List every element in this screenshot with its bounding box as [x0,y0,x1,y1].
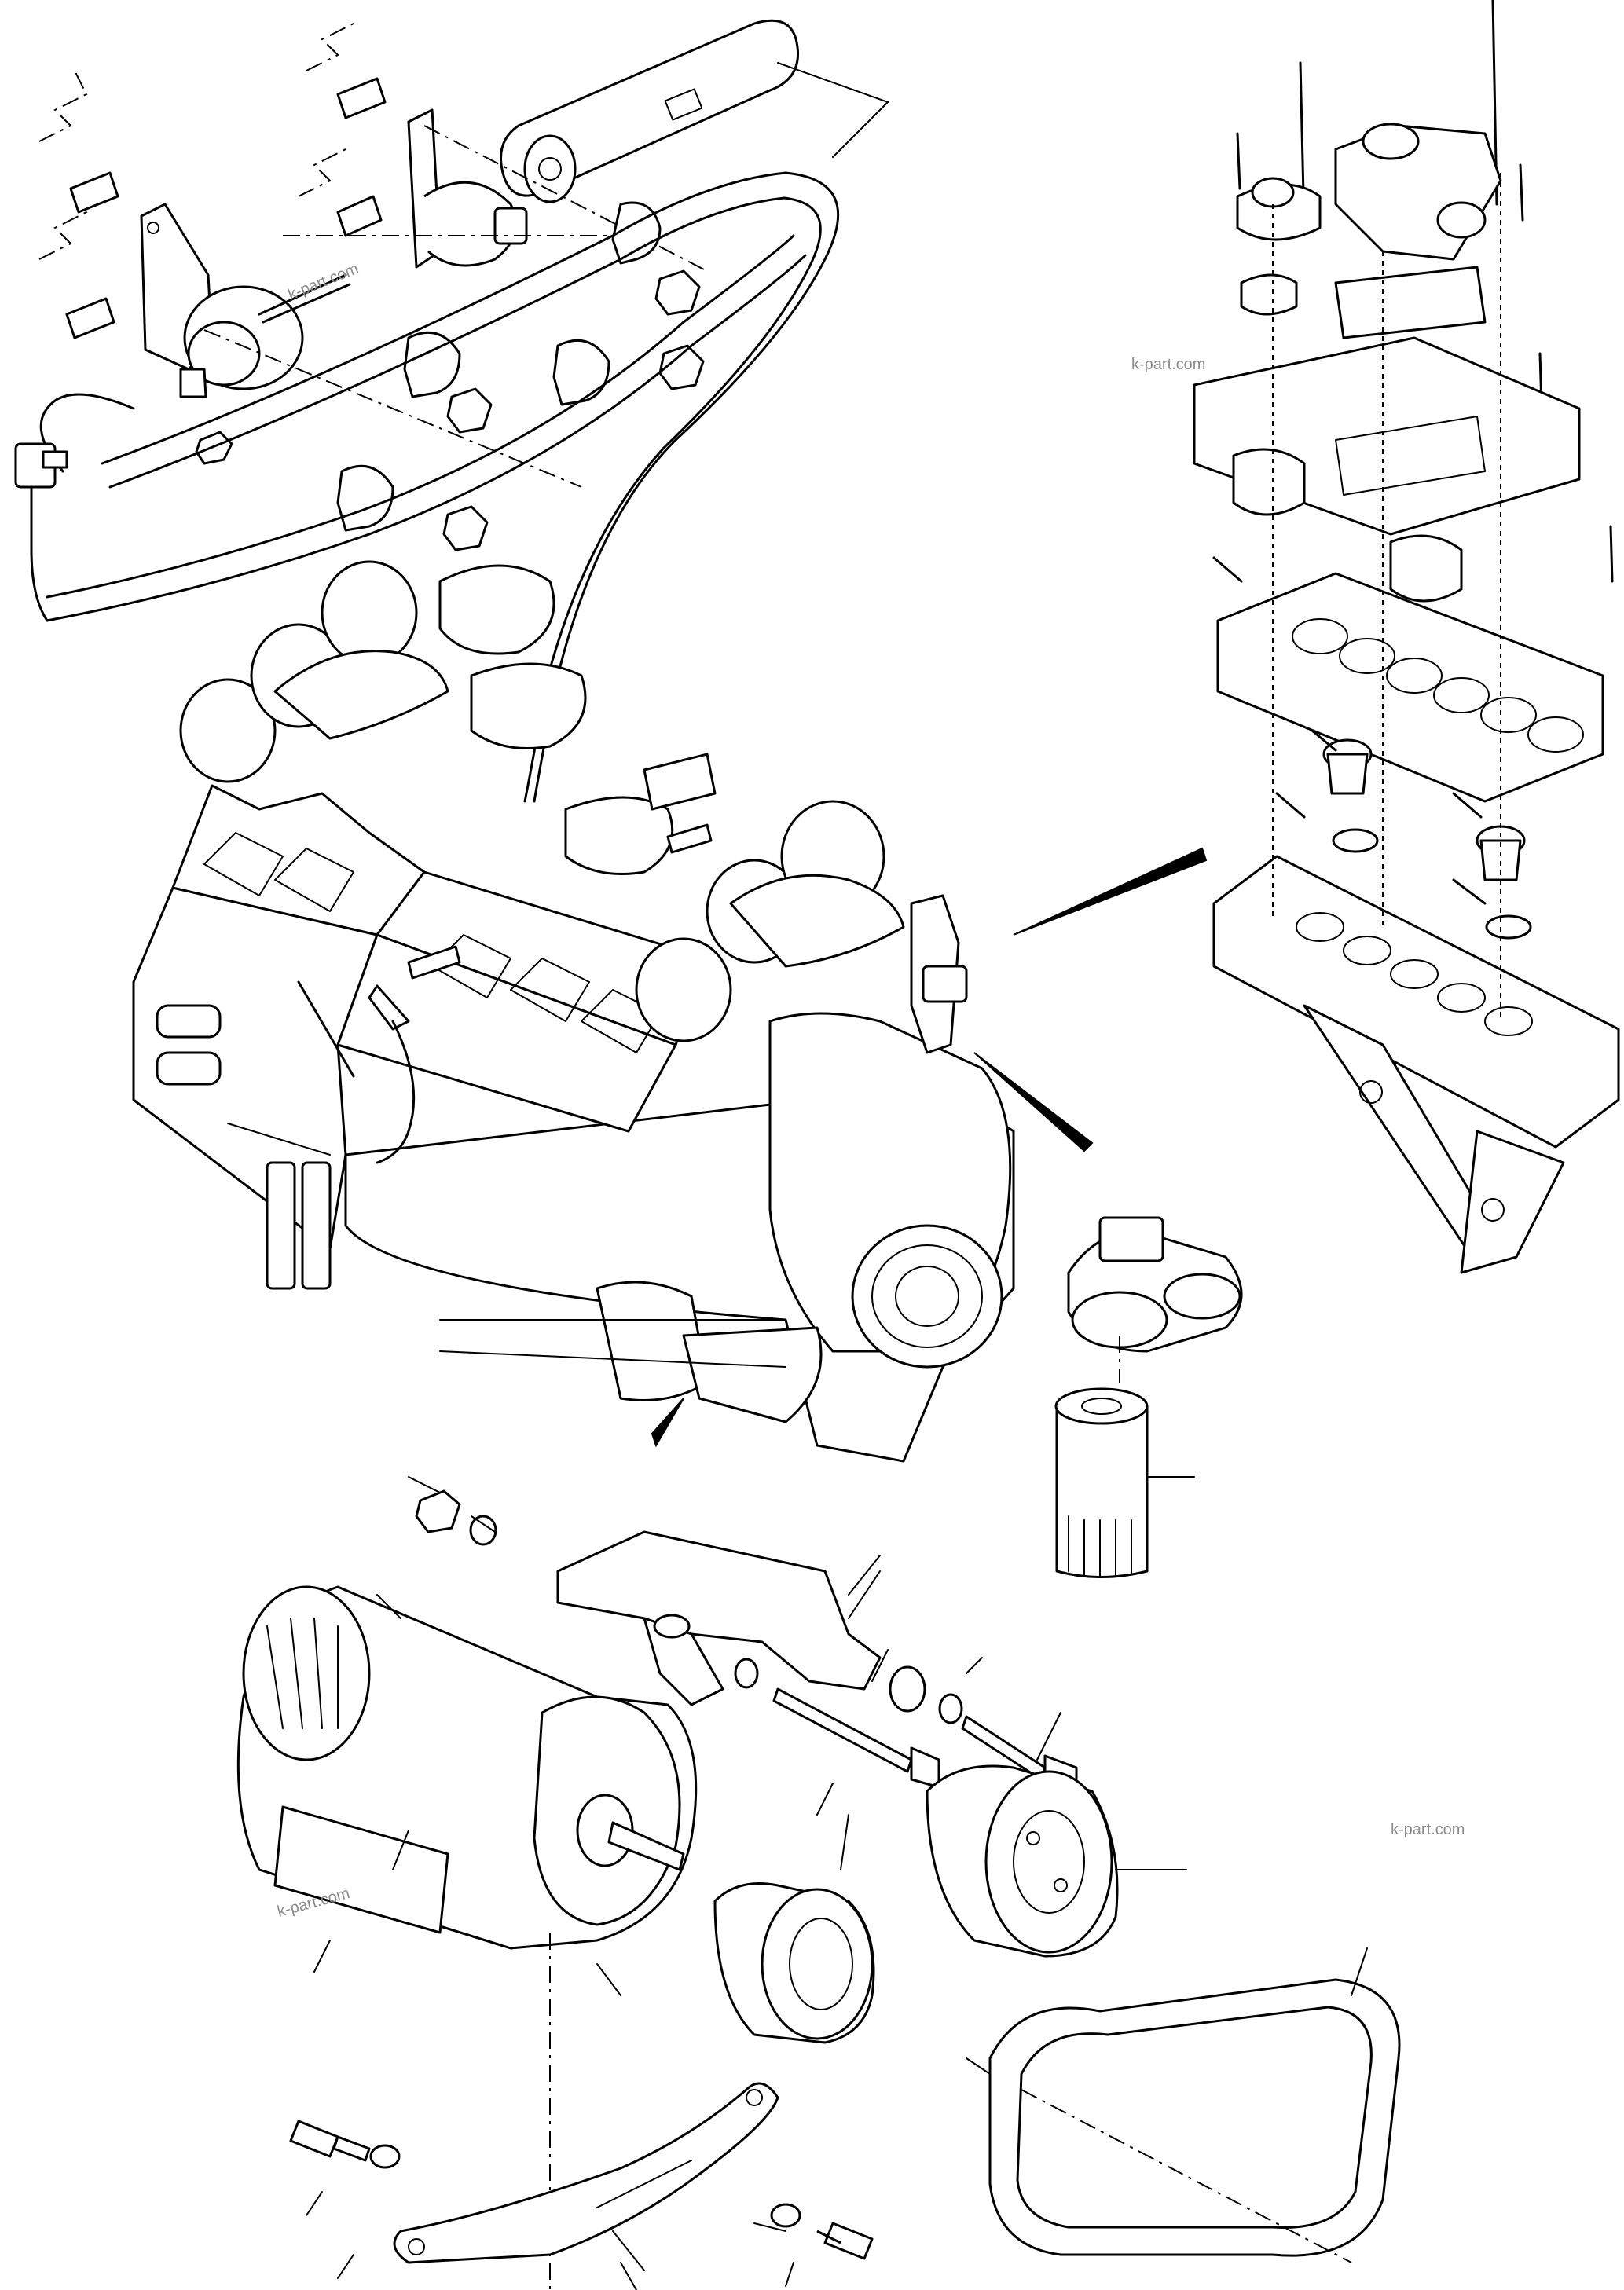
adjusting-link-icon [393,2082,779,2271]
canister-icon [500,19,800,203]
watermark-text: k-part.com [1131,356,1205,373]
stud-bolt-icon [38,23,387,339]
alternator-bracket-icon [415,1489,963,1724]
thermostat-housing-group [1193,0,1620,1274]
belt-icon [966,1947,1401,2263]
nut-icon [195,269,705,551]
callout-leaders [306,1476,1061,2290]
pointer-arrow-icon [651,847,1208,1448]
watermark-text: k-part.com [1391,1821,1465,1838]
engine-block-icon [132,560,1015,1463]
turbo-icon [179,560,905,1042]
actuator-bracket-icon [140,203,351,398]
pulley-icon [713,1764,1187,2044]
p-clamp-icon [336,201,662,532]
alternator-icon [236,1585,698,2290]
filter-icon [1054,1216,1243,1578]
hose-assembly [14,19,889,803]
watermark-text: k-part.com [286,260,361,304]
thermostat-icon [1322,738,1532,940]
